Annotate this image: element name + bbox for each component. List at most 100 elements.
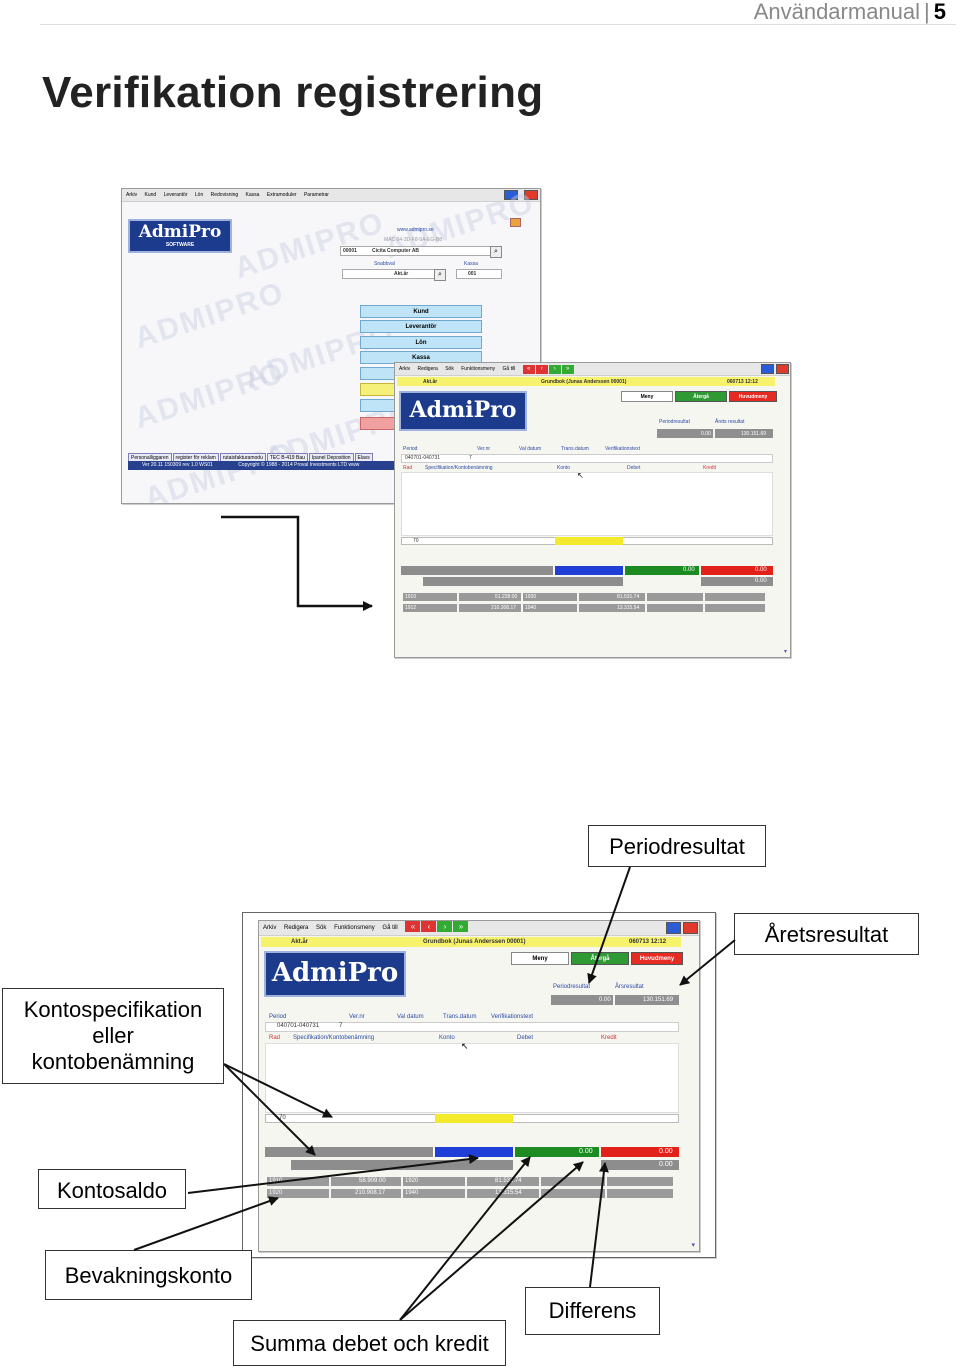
- sum-kredit-value: 0.00: [755, 567, 767, 573]
- arsresultat-value: 130.151.69: [643, 997, 674, 1003]
- first-record-button[interactable]: «: [522, 365, 535, 374]
- period-value: 040701-040731: [277, 1023, 320, 1029]
- atergang-button[interactable]: Återgå: [675, 391, 727, 402]
- menu-item[interactable]: Lön: [194, 192, 204, 198]
- acct-balance: 210.208.17: [491, 605, 517, 611]
- callout-line: Kontospecifikation: [23, 997, 203, 1022]
- col-valdatum: Val datum: [519, 446, 542, 452]
- sum-kredit-value: 0.00: [659, 1148, 673, 1155]
- close-button[interactable]: [776, 364, 789, 374]
- minimize-button[interactable]: [761, 364, 774, 374]
- konto-entry-cell[interactable]: [555, 537, 623, 545]
- menu-item[interactable]: Gå till: [382, 925, 398, 931]
- aktar-label: Akt.år: [291, 939, 309, 945]
- menu-item[interactable]: Kassa: [245, 192, 260, 198]
- minimize-button[interactable]: [504, 190, 518, 200]
- acct-number: 1910: [269, 1178, 283, 1184]
- menu-item[interactable]: Arkiv: [126, 192, 138, 198]
- huvudmeny-button[interactable]: Huvudmeny: [729, 391, 777, 402]
- row-number: 70: [279, 1115, 286, 1121]
- bevakning-bar: [423, 577, 623, 586]
- company-name: Cicita Computer AB: [372, 248, 420, 254]
- callout-line: kontobenämning: [31, 1049, 195, 1074]
- col-period: Period: [269, 1014, 287, 1020]
- title-band: [397, 377, 775, 386]
- last-record-button[interactable]: »: [453, 921, 469, 932]
- search-icon[interactable]: ⌕: [490, 246, 502, 258]
- menu-item[interactable]: Kund: [144, 192, 157, 198]
- prev-record-button[interactable]: ‹: [535, 365, 548, 374]
- differens-bar: [601, 1160, 679, 1170]
- acct-balance: 58.909.00: [359, 1178, 386, 1184]
- sum-grey-bar: [423, 566, 553, 575]
- grundbok-heading: Grundbok (Junas Anderssen 00001): [423, 939, 526, 945]
- prev-record-button[interactable]: ‹: [421, 921, 437, 932]
- konto-entry-cell[interactable]: [435, 1114, 513, 1123]
- acct-number: 1930: [525, 594, 537, 600]
- acct-balance: 81.531.74: [495, 1178, 522, 1184]
- meny-button[interactable]: Meny: [621, 391, 673, 402]
- menu-button-leverantor[interactable]: Leverantör: [360, 320, 482, 333]
- period-value: 040701-040731: [405, 455, 441, 461]
- header-input-row[interactable]: [401, 454, 773, 463]
- admipro-logo: AdmiPro: [399, 391, 527, 431]
- menu-item[interactable]: Gå till: [502, 366, 516, 372]
- first-record-button[interactable]: «: [405, 921, 421, 932]
- row-number: 70: [413, 538, 419, 544]
- arsresultat-field: [715, 429, 773, 438]
- menu-item[interactable]: Extramoduler: [266, 192, 297, 198]
- menu-button-lon[interactable]: Lön: [360, 336, 482, 349]
- differens-bar: [701, 577, 773, 586]
- close-button[interactable]: [524, 190, 538, 200]
- sum-debet-value: 0.00: [579, 1148, 593, 1155]
- periodresultat-field: [551, 995, 613, 1005]
- menu-item[interactable]: Sök: [445, 366, 454, 372]
- menu-item[interactable]: Arkiv: [399, 366, 411, 372]
- menu-button-kund[interactable]: Kund: [360, 305, 482, 318]
- search-icon[interactable]: ⌕: [434, 269, 446, 281]
- minimize-button[interactable]: [666, 922, 681, 934]
- menu-item[interactable]: Redovisning: [210, 192, 239, 198]
- periodresultat-value: 0.00: [599, 997, 611, 1003]
- manual-name: Användarmanual: [753, 0, 921, 24]
- transaction-grid[interactable]: [401, 472, 773, 536]
- last-record-button[interactable]: »: [561, 365, 574, 374]
- page-number: 5: [933, 0, 946, 24]
- col-spec: Specifikation/Kontobenämning: [425, 465, 493, 471]
- scroll-down-icon[interactable]: ▾: [691, 1242, 695, 1249]
- periodresultat-label: Periodresultat: [553, 984, 591, 990]
- next-record-button[interactable]: ›: [548, 365, 561, 374]
- arsresultat-label: Årets resultat: [715, 419, 745, 425]
- menu-item[interactable]: Sök: [316, 925, 327, 931]
- scroll-down-icon[interactable]: ▾: [783, 649, 787, 655]
- meny-button[interactable]: Meny: [511, 952, 569, 965]
- account-row: [267, 1177, 673, 1186]
- acct-balance: 210.908.17: [355, 1190, 386, 1196]
- menu-item[interactable]: Redigera: [284, 925, 309, 931]
- company-id: 00001: [343, 248, 357, 254]
- header-input-row[interactable]: [265, 1022, 679, 1032]
- mail-icon[interactable]: [510, 218, 521, 227]
- menu-item[interactable]: Funktionsmeny: [461, 366, 496, 372]
- transaction-grid[interactable]: [265, 1043, 679, 1113]
- next-record-button[interactable]: ›: [437, 921, 453, 932]
- kassa-field[interactable]: [456, 269, 502, 279]
- menu-item[interactable]: Funktionsmeny: [334, 925, 375, 931]
- periodresultat-value: 0.00: [701, 431, 711, 437]
- account-row: [267, 1189, 673, 1198]
- col-valdatum: Val datum: [397, 1014, 424, 1020]
- close-button[interactable]: [683, 922, 698, 934]
- sum-grey-bar: [291, 1147, 433, 1157]
- kontosaldo-bar: [555, 566, 623, 575]
- menu-item[interactable]: Arkiv: [263, 925, 277, 931]
- menu-item[interactable]: Leverantör: [163, 192, 188, 198]
- grundbok-heading: Grundbok (Junas Anderssen 00001): [541, 379, 627, 385]
- menu-item[interactable]: Parametrar: [303, 192, 329, 198]
- account-row: [403, 604, 765, 612]
- acct-number: 1912: [405, 605, 417, 611]
- huvudmeny-button[interactable]: Huvudmeny: [631, 952, 683, 965]
- col-kredit: Kredit: [601, 1035, 617, 1041]
- menu-item[interactable]: Redigera: [417, 366, 438, 372]
- callout-arsresultat: Åretsresultat: [734, 913, 919, 955]
